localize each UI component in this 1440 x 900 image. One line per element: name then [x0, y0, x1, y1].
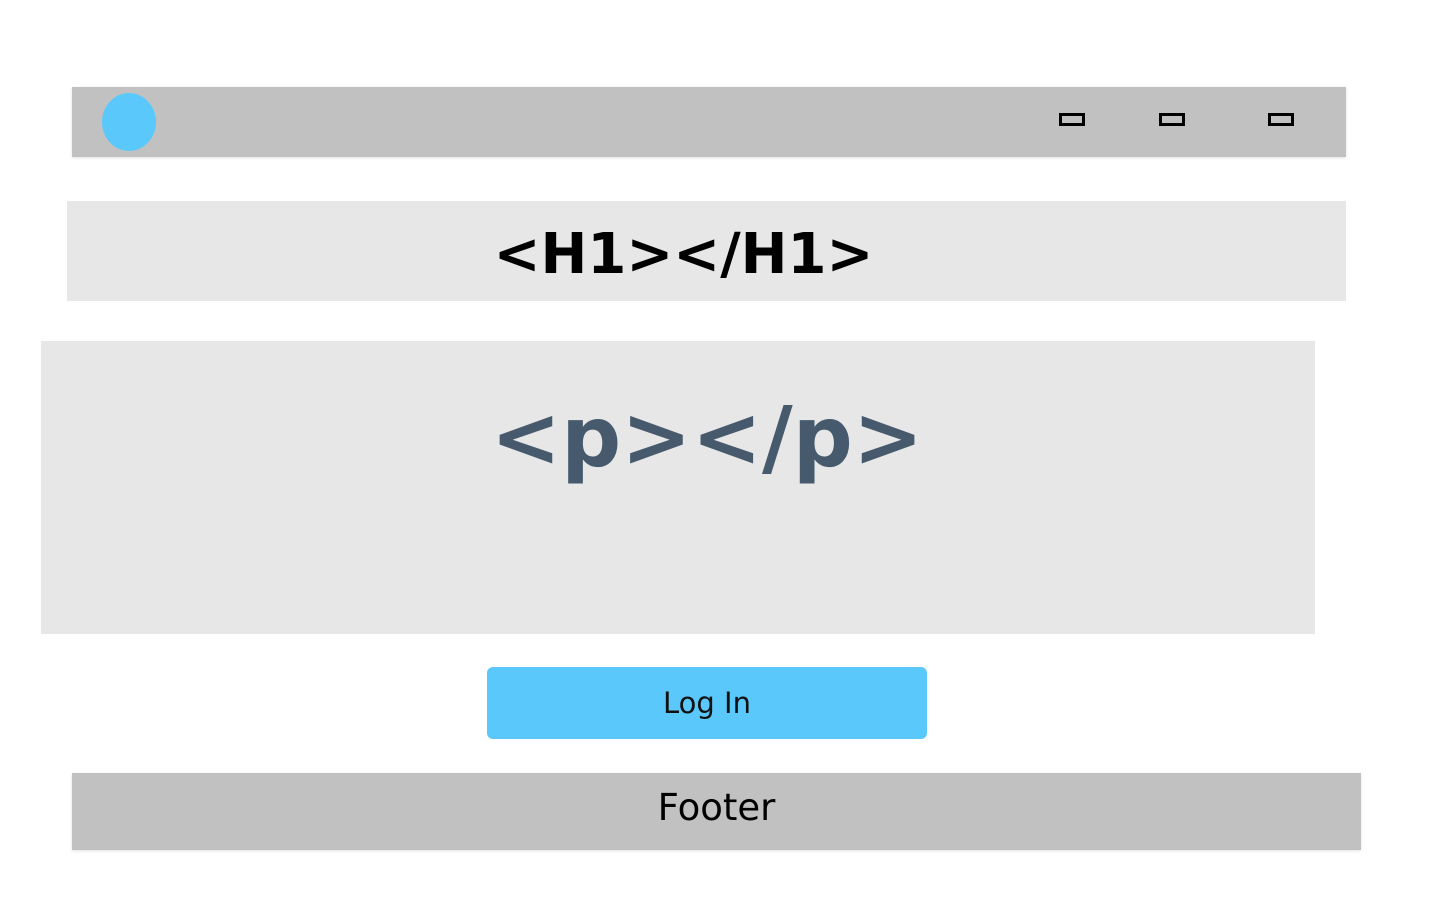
nav-item-1-rectangle-icon[interactable]: [1059, 113, 1085, 126]
page-heading: <H1></H1>: [493, 222, 874, 287]
nav-item-3-rectangle-icon[interactable]: [1268, 113, 1294, 126]
top-navbar: [72, 87, 1346, 157]
login-button[interactable]: Log In: [487, 667, 927, 739]
footer: Footer: [72, 773, 1361, 850]
footer-text: Footer: [657, 786, 776, 829]
circle-logo-icon[interactable]: [102, 93, 156, 151]
nav-item-2-rectangle-icon[interactable]: [1159, 113, 1185, 126]
paragraph-panel: <p></p>: [41, 341, 1315, 634]
paragraph-text: <p></p>: [490, 388, 924, 486]
heading-panel: <H1></H1>: [67, 201, 1346, 301]
